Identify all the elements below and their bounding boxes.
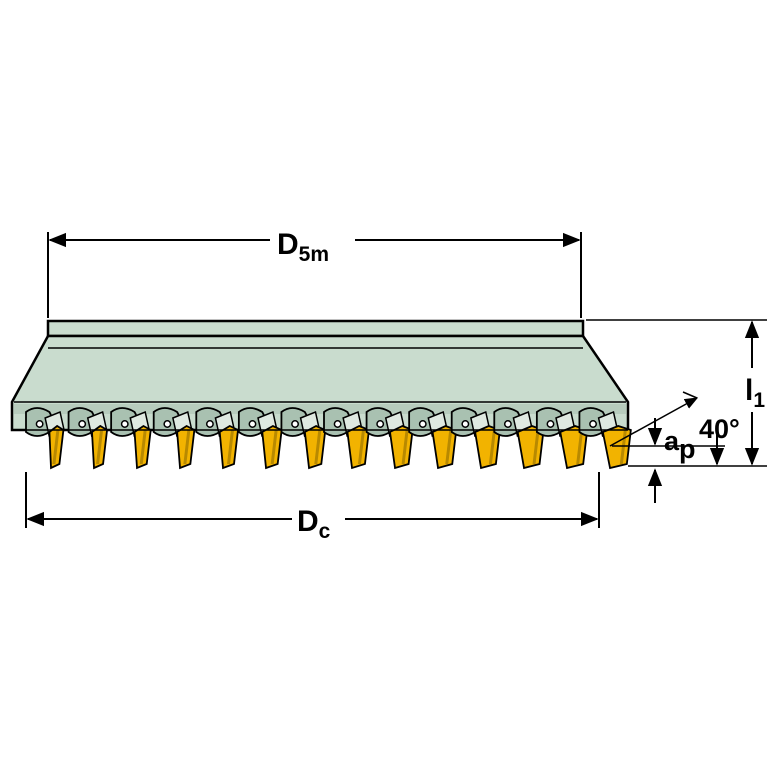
insert-shadow bbox=[445, 430, 453, 464]
insert-shadow bbox=[52, 430, 60, 464]
angle-edge-line bbox=[609, 397, 699, 447]
ap-label: ap bbox=[664, 426, 696, 464]
screw-hole bbox=[35, 420, 44, 428]
cutting-insert bbox=[218, 424, 239, 470]
insert-row bbox=[12, 407, 632, 470]
d5m-dimension: D5m bbox=[47, 228, 582, 318]
screw-hole bbox=[291, 420, 300, 428]
insert-shadow bbox=[270, 430, 278, 464]
insert-shadow bbox=[576, 430, 584, 464]
screw-hole bbox=[418, 420, 427, 428]
insert-shadow bbox=[488, 430, 496, 464]
dc-label: Dc bbox=[297, 505, 331, 543]
screw-hole bbox=[333, 420, 342, 428]
insert-shadow bbox=[314, 430, 322, 464]
screw-hole bbox=[589, 420, 598, 428]
screw-hole bbox=[205, 420, 214, 428]
cutting-insert bbox=[601, 425, 632, 470]
body-shade-band bbox=[14, 404, 626, 414]
insert-shadow bbox=[227, 430, 235, 464]
screw-hole bbox=[376, 420, 385, 428]
insert-shadow bbox=[532, 430, 540, 464]
angle-edge-line bbox=[682, 391, 698, 399]
screw-hole bbox=[78, 420, 87, 428]
insert-shadow bbox=[139, 430, 147, 464]
angle-dimension: 40° bbox=[609, 391, 740, 447]
ap-dimension: ap bbox=[612, 418, 725, 503]
insert-shadow bbox=[357, 430, 365, 464]
screw-hole bbox=[503, 420, 512, 428]
cutter-body bbox=[10, 319, 630, 432]
body-cone bbox=[10, 334, 630, 432]
insert-shadow bbox=[401, 430, 409, 464]
l1-dimension: l1 bbox=[586, 319, 767, 467]
screw-hole bbox=[163, 420, 172, 428]
dc-dimension: Dc bbox=[25, 472, 600, 543]
body-top-cylinder bbox=[46, 319, 585, 338]
insert-shadow bbox=[96, 430, 104, 464]
screw-hole bbox=[248, 420, 257, 428]
d5m-label: D5m bbox=[277, 228, 329, 266]
screw-hole bbox=[546, 420, 555, 428]
l1-label: l1 bbox=[745, 374, 765, 412]
angle-label: 40° bbox=[699, 414, 740, 444]
screw-hole bbox=[120, 420, 129, 428]
insert-shadow bbox=[183, 430, 191, 464]
screw-hole bbox=[461, 420, 470, 428]
